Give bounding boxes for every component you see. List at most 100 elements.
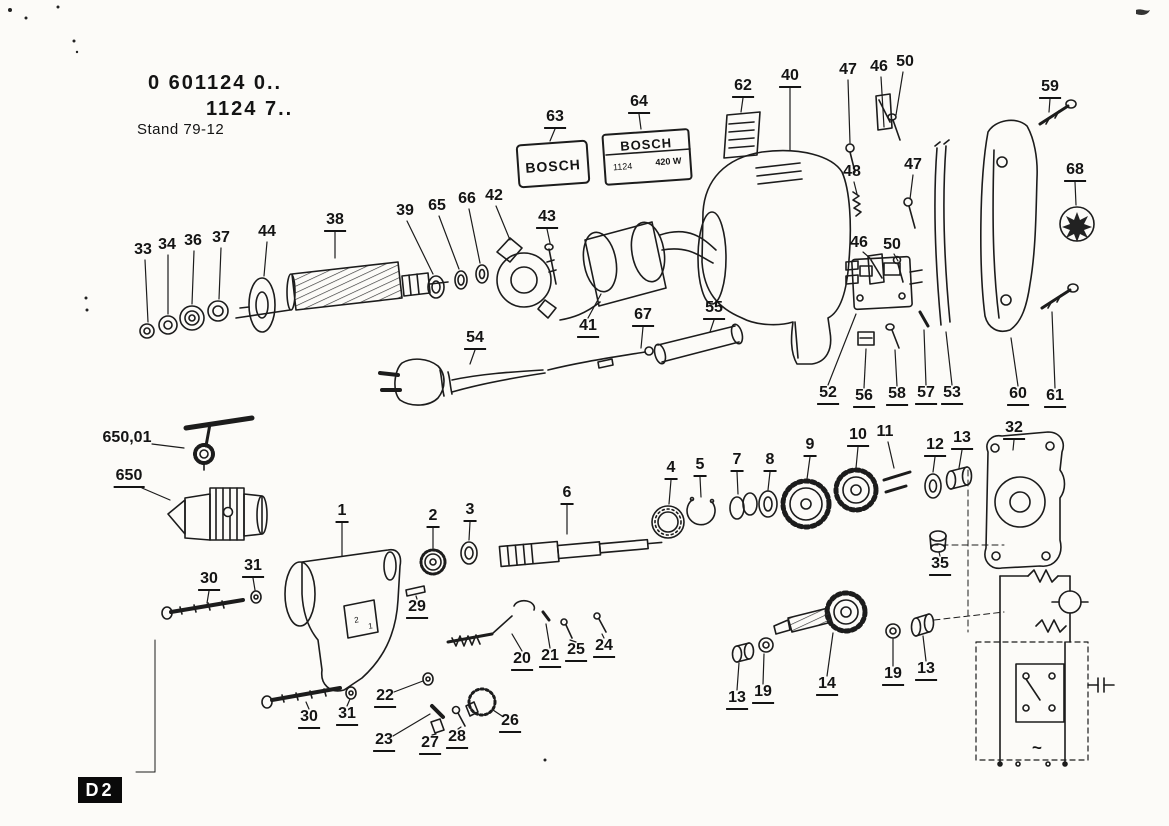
gear-train-drawing <box>651 466 973 553</box>
stator-drawing <box>559 221 717 321</box>
leader-line-37 <box>218 247 222 300</box>
leader-line-39 <box>406 220 434 275</box>
leader-line-36 <box>191 250 195 305</box>
leader-line-52 <box>827 313 857 386</box>
leader-line-8 <box>767 471 771 491</box>
bearing-plate-drawing <box>427 237 557 319</box>
leader-line-53 <box>945 331 953 386</box>
leader-line-30 <box>305 701 310 710</box>
leader-line-57 <box>923 329 927 386</box>
gear-housing-32-drawing <box>984 431 1066 570</box>
leader-line-10 <box>855 446 859 469</box>
leader-line-66 <box>468 208 481 264</box>
washer-stack-drawing <box>139 277 276 339</box>
leader-line-41 <box>587 293 602 319</box>
leader-line-31 <box>346 698 351 707</box>
leader-line-7 <box>736 471 739 495</box>
margin-line <box>135 639 156 773</box>
leader-line-4 <box>668 479 672 505</box>
leader-line-44 <box>263 241 268 277</box>
leader-line-13 <box>922 635 927 662</box>
switch-drawing <box>851 255 930 349</box>
leader-line-3 <box>468 521 471 541</box>
leader-line-59 <box>1048 98 1051 113</box>
page-code-badge: D2 <box>78 777 122 803</box>
sticker-64-brand-text: BOSCH <box>620 135 673 154</box>
leader-line-30 <box>206 590 210 604</box>
sticker-63-brand-text: BOSCH <box>525 156 582 176</box>
leader-line-25 <box>569 639 577 643</box>
leader-line-63 <box>549 128 556 142</box>
alignment-dashes <box>931 469 1005 633</box>
leader-line-67 <box>640 326 644 349</box>
leader-line-27 <box>431 733 437 736</box>
leader-line-50 <box>895 71 904 116</box>
leader-line-650 <box>141 487 171 501</box>
leader-line-31 <box>252 577 256 591</box>
sticker-64-type-text: 1124 <box>613 161 633 172</box>
leader-line-54 <box>469 349 476 365</box>
leader-line-42 <box>495 205 511 241</box>
screws-30-31-drawing <box>161 590 357 709</box>
leader-line-58 <box>894 349 898 387</box>
leader-line-50 <box>893 253 899 262</box>
leader-line-19 <box>762 653 765 685</box>
brush-parts-drawing <box>845 93 916 285</box>
leader-line-13 <box>736 662 740 691</box>
leader-line-48 <box>853 181 858 195</box>
sticker-64-power-text: 420 W <box>655 156 682 168</box>
tube-55-drawing <box>653 323 744 365</box>
leader-line-23 <box>392 713 431 737</box>
sticker-64 <box>601 128 693 186</box>
leader-lines <box>141 71 1077 737</box>
leader-line-62 <box>740 97 744 113</box>
leader-line-24 <box>601 633 605 639</box>
ac-symbol-text: ~ <box>1032 738 1042 757</box>
leader-line-47 <box>909 174 914 200</box>
speed-selector-mark-1: 1 <box>368 621 374 631</box>
leader-line-68 <box>1074 181 1077 206</box>
leader-line-33 <box>144 259 149 323</box>
motor-housing-drawing <box>697 149 859 365</box>
leader-line-29 <box>415 595 418 600</box>
leader-line-47 <box>847 79 851 144</box>
print-specks <box>8 5 1150 762</box>
leader-line-35 <box>938 551 941 557</box>
spring-53-drawing <box>934 139 951 326</box>
leader-line-20 <box>511 633 523 652</box>
leader-line-60 <box>1010 337 1019 387</box>
leader-line-11 <box>887 441 895 469</box>
leader-line-64 <box>638 113 642 130</box>
speed-selector-mark-2: 2 <box>354 615 360 625</box>
leader-line-9 <box>806 456 811 480</box>
leader-line-46 <box>862 251 872 260</box>
leader-line-65 <box>438 215 460 270</box>
sticker-63 <box>515 139 591 189</box>
wire-67-drawing <box>547 346 654 371</box>
leader-line-21 <box>545 623 551 649</box>
sticker-62 <box>723 111 761 159</box>
leader-line-56 <box>863 348 867 389</box>
wiring-diagram-drawing <box>975 569 1115 767</box>
leader-line-26 <box>492 709 503 717</box>
chuck-drawing <box>167 415 268 541</box>
leader-line-55 <box>709 319 715 333</box>
leader-line-61 <box>1051 311 1056 389</box>
leader-line-32 <box>1012 439 1015 451</box>
revision-stand-text: Stand 79-12 <box>137 121 225 138</box>
leader-line-28 <box>457 726 462 730</box>
model-number-line1: 0 601124 0.. <box>148 72 283 94</box>
leader-line-12 <box>932 456 936 473</box>
recycle-badge-icon <box>1059 206 1095 242</box>
leader-line-14 <box>826 632 834 677</box>
leader-line-22 <box>393 680 424 693</box>
side-cover-drawing <box>980 99 1079 332</box>
shift-fork-drawing <box>422 599 607 734</box>
leader-line-650-01 <box>151 443 185 449</box>
leader-line-46 <box>880 76 885 128</box>
leader-line-43 <box>546 228 551 244</box>
neck-housing-drawing <box>284 548 426 692</box>
intermediate-shaft-drawing <box>731 590 935 663</box>
